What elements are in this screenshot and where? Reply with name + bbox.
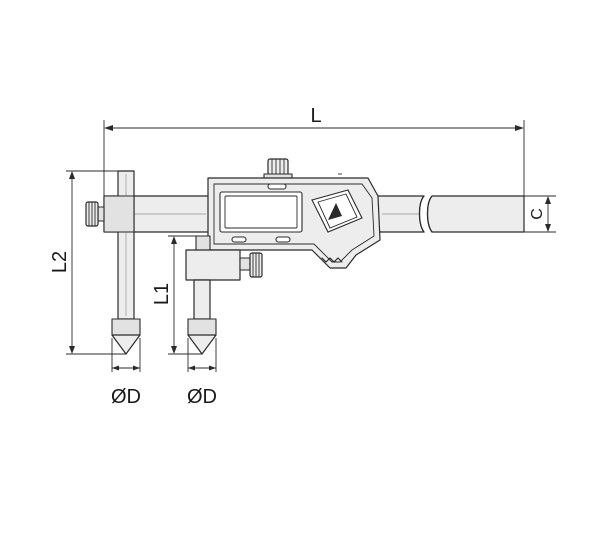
label-d-right: ØD xyxy=(187,386,217,408)
label-l: L xyxy=(310,105,321,127)
label-d-left: ØD xyxy=(111,386,141,408)
dimension-d-left xyxy=(111,338,141,372)
fixed-jaw xyxy=(85,170,135,320)
label-l1: L1 xyxy=(151,283,173,305)
dimension-l2 xyxy=(66,170,126,355)
display-head xyxy=(207,158,381,269)
movable-jaw xyxy=(185,235,263,320)
label-c: C xyxy=(529,208,546,220)
dimension-d-right xyxy=(187,338,217,372)
triangle-arrow-icon xyxy=(328,203,342,220)
dimension-l1 xyxy=(168,235,202,355)
left-conical-tip xyxy=(111,318,141,355)
dimension-l xyxy=(103,120,525,196)
right-conical-tip xyxy=(187,318,217,355)
dimension-c xyxy=(524,195,556,233)
label-l2: L2 xyxy=(49,251,71,273)
